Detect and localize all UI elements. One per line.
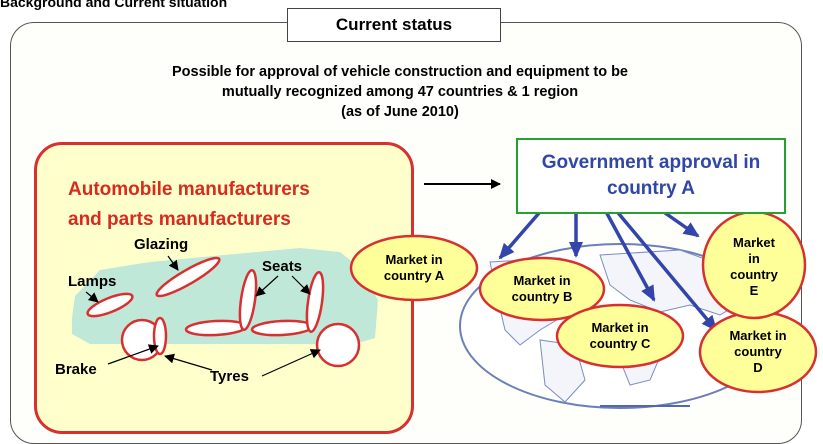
lamp-part bbox=[86, 292, 134, 318]
brake-label: Brake bbox=[55, 361, 97, 378]
market-a-line-2: country A bbox=[383, 268, 445, 283]
market-a-label: Market in country A bbox=[364, 252, 464, 284]
market-b-line-1: Market in bbox=[513, 273, 571, 288]
market-b-label: Market in country B bbox=[492, 273, 592, 305]
market-d-line-3: D bbox=[753, 360, 763, 375]
headline: Possible for approval of vehicle constru… bbox=[60, 62, 740, 122]
market-c-ellipse bbox=[555, 303, 685, 369]
market-c-line-2: country C bbox=[589, 336, 651, 351]
rear-wheel bbox=[315, 322, 361, 368]
headline-line-3: (as of June 2010) bbox=[341, 104, 459, 120]
government-line-2: country A bbox=[607, 178, 695, 199]
headline-line-1: Possible for approval of vehicle constru… bbox=[171, 64, 628, 80]
header-partial-text: Background and Current situation bbox=[0, 0, 228, 10]
market-e-label: Market in country E bbox=[714, 235, 794, 299]
tyres-label: Tyres bbox=[210, 368, 249, 385]
market-d-label: Market in country D bbox=[708, 328, 808, 376]
market-c-label: Market in country C bbox=[570, 320, 670, 352]
manufacturers-line-1: Automobile manufacturers bbox=[68, 179, 310, 200]
government-line-1: Government approval in bbox=[541, 152, 761, 173]
manufacturers-title: Automobile manufacturers and parts manuf… bbox=[68, 175, 388, 235]
seat-back-rear bbox=[305, 271, 325, 333]
market-b-ellipse bbox=[478, 256, 606, 322]
market-b-line-2: country B bbox=[511, 289, 573, 304]
market-e-line-4: E bbox=[749, 283, 759, 298]
government-approval-box: Government approval in country A bbox=[516, 138, 786, 214]
headline-line-2: mutually recognized among 47 countries &… bbox=[221, 84, 579, 100]
manufacturers-line-2: and parts manufacturers bbox=[68, 209, 291, 230]
market-e-line-1: Market bbox=[733, 235, 775, 250]
seats-label: Seats bbox=[262, 258, 303, 275]
market-d-line-2: country bbox=[734, 344, 782, 359]
market-d-line-1: Market in bbox=[729, 328, 787, 343]
market-e-line-3: country bbox=[730, 267, 778, 282]
glazing-label: Glazing bbox=[134, 236, 189, 253]
market-c-line-1: Market in bbox=[591, 320, 649, 335]
current-status-tab: Current status bbox=[287, 8, 501, 42]
market-a-line-1: Market in bbox=[385, 252, 443, 267]
lamps-label: Lamps bbox=[68, 273, 117, 290]
glazing-part bbox=[155, 256, 221, 298]
market-a-ellipse bbox=[349, 234, 479, 302]
seat-back-front bbox=[238, 269, 258, 331]
brake-disc bbox=[152, 316, 168, 356]
market-e-line-2: in bbox=[748, 251, 760, 266]
